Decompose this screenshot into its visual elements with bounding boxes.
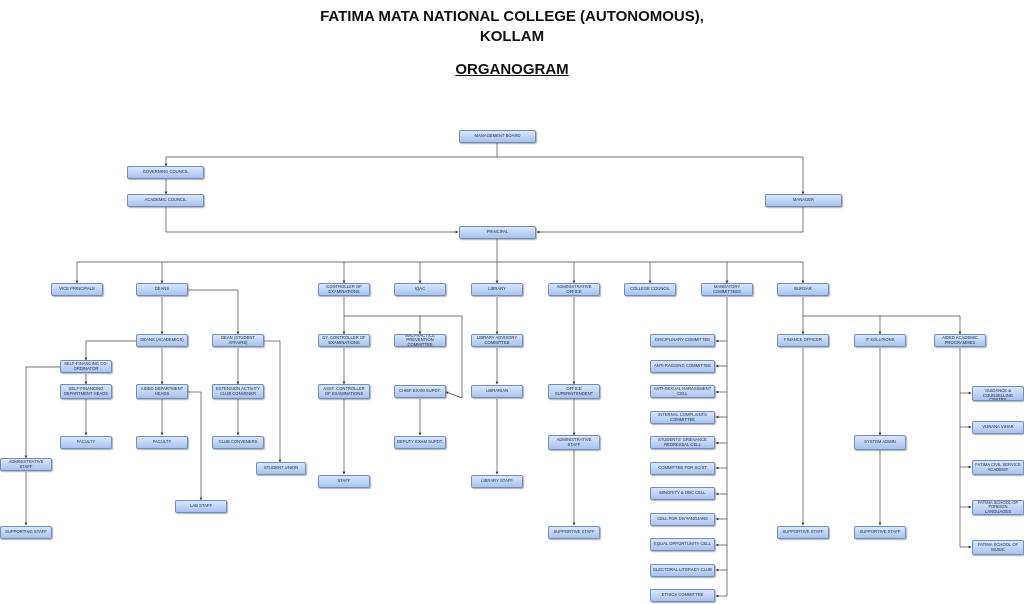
lab-staff-box[interactable]: LAB STAFF — [175, 500, 227, 513]
library-box[interactable]: LIBRARY — [471, 283, 523, 296]
committee-item[interactable]: INTERNAL COMPLAINTS COMMITTEE — [650, 411, 715, 424]
finance-officer-box[interactable]: FINANCE OFFICER — [777, 334, 829, 347]
student-union-box[interactable]: STUDENT UNION — [256, 462, 306, 475]
dean-student-affairs-box[interactable]: DEAN (STUDENT AFFAIRS) — [212, 334, 264, 347]
exam-staff-box[interactable]: STAFF — [318, 475, 370, 488]
aided-academic-programmes-box[interactable]: AIDED ACADEMIC PROGRAMMES — [934, 334, 986, 347]
supportive-staff-it-box[interactable]: SUPPORTIVE STAFF — [854, 526, 906, 539]
faculty-self-financing-box[interactable]: FACULTY — [60, 436, 112, 449]
committee-item[interactable]: CELL FOR DIVYANGJANS — [650, 513, 715, 526]
vijnana-vihar-box[interactable]: VIJNANA VIHAR — [972, 421, 1024, 434]
administrative-staff-office-box[interactable]: ADMINISTRATIVE STAFF — [548, 435, 600, 450]
fatima-school-foreign-languages-box[interactable]: FATIMA SCHOOL OF FOREIGN LANGUAGES — [972, 500, 1024, 515]
committee-item[interactable]: EQUAL OPPORTUNITY CELL — [650, 538, 715, 551]
it-solutions-box[interactable]: IT SOLUTIONS — [854, 334, 906, 347]
manager-box[interactable]: MANAGER — [765, 194, 842, 207]
academic-council-box[interactable]: ACADEMIC COUNCIL — [127, 194, 204, 207]
chief-exam-supdt-box[interactable]: CHIEF EXAM SUPDT. — [394, 385, 446, 398]
deputy-exam-supdt-box[interactable]: DEPUTY EXAM SUPDT. — [394, 436, 446, 449]
extension-activity-club-convener-box[interactable]: EXTENSION ACTIVITY CLUB CONVENER — [212, 384, 264, 399]
asst-controller-of-examinations-box[interactable]: ASST. CONTROLLER OF EXAMINATIONS — [318, 384, 370, 399]
page-title: ORGANOGRAM — [455, 61, 569, 78]
committee-item[interactable]: COMMITTEE FOR SC/ST — [650, 462, 715, 475]
committee-item[interactable]: STUDENTS' GRIEVANCE REDRESSAL CELL — [650, 436, 715, 449]
vice-principals-box[interactable]: VICE PRINCIPALS — [51, 283, 103, 296]
committee-item[interactable]: ELECTORAL LITERACY CLUB — [650, 564, 715, 577]
controller-of-examinations-box[interactable]: CONTROLLER OF EXAMINATIONS — [318, 283, 370, 296]
administrative-staff-box[interactable]: ADMINISTRATIVE STAFF — [0, 458, 52, 471]
fatima-school-music-box[interactable]: FATIMA SCHOOL OF MUSIC — [972, 540, 1024, 555]
st-josephs-guidance-box[interactable]: ST. JOSEPH'S GUIDANCE & COUNSELLING CENT… — [972, 386, 1024, 401]
library-advisory-committee-box[interactable]: LIBRARY ADVISORY COMMITTEE — [471, 334, 523, 347]
committee-item[interactable]: ANTI-RAGGING COMMITTEE — [650, 360, 715, 373]
librarian-box[interactable]: LIBRARIAN — [471, 385, 523, 398]
committee-item[interactable]: MINORITY & OBC CELL — [650, 487, 715, 500]
principal-box[interactable]: PRINCIPAL — [459, 226, 536, 239]
governing-council-box[interactable]: GOVERNING COUNCIL — [127, 166, 204, 179]
aided-department-heads-box[interactable]: AIDED DEPARTMENT HEADS — [136, 384, 188, 399]
supportive-staff-office-box[interactable]: SUPPORTIVE STAFF — [548, 526, 600, 539]
administrative-office-box[interactable]: ADMINISTRATIVE OFFICE — [548, 283, 600, 296]
malpractice-prevention-committee-box[interactable]: MALPRACTICE PREVENTION COMMITTEE — [394, 334, 446, 347]
office-superintendent-box[interactable]: OFFICE SUPERINTENDENT — [548, 384, 600, 399]
supportive-staff-finance-box[interactable]: SUPPORTIVE STAFF — [777, 526, 829, 539]
college-council-box[interactable]: COLLEGE COUNCIL — [624, 283, 676, 296]
supporting-staff-box[interactable]: SUPPORTING STAFF — [0, 526, 52, 539]
club-conveners-box[interactable]: CLUB CONVENERS — [212, 436, 264, 449]
library-staff-box[interactable]: LIBRARY STAFF — [471, 475, 523, 488]
self-financing-coordinator-box[interactable]: SELF-FINANCING CO-ORDINATOR — [60, 360, 112, 373]
committee-item[interactable]: DISCIPLINARY COMMITTEE — [650, 334, 715, 347]
management-board-box[interactable]: MANAGEMENT BOARD — [459, 130, 536, 143]
college-name-line1: FATIMA MATA NATIONAL COLLEGE (AUTONOMOUS… — [320, 8, 704, 25]
fatima-civil-service-academy-box[interactable]: FATIMA CIVIL SERVICE ACADEMY — [972, 460, 1024, 475]
faculty-aided-box[interactable]: FACULTY — [136, 436, 188, 449]
system-admin-box[interactable]: SYSTEM ADMIN — [854, 435, 906, 450]
committee-item[interactable]: ANTI-SEXUAL HARASSMENT CELL — [650, 385, 715, 398]
self-financing-department-heads-box[interactable]: SELF-FINANCING DEPARTMENT HEADS — [60, 384, 112, 399]
dy-controller-of-examinations-box[interactable]: DY. CONTROLLER OF EXAMINATIONS — [318, 334, 370, 347]
bursar-box[interactable]: BURSAR — [777, 283, 829, 296]
mandatory-committees-box[interactable]: MANDATORY COMMITTEES — [701, 283, 753, 296]
deans-box[interactable]: DEANS — [136, 283, 188, 296]
committee-item[interactable]: ETHICS COMMITTEE — [650, 589, 715, 602]
college-name-line2: KOLLAM — [479, 28, 545, 45]
iqac-box[interactable]: IQAC — [394, 283, 446, 296]
deans-academics-box[interactable]: DEANS (ACADEMICS) — [136, 334, 188, 347]
